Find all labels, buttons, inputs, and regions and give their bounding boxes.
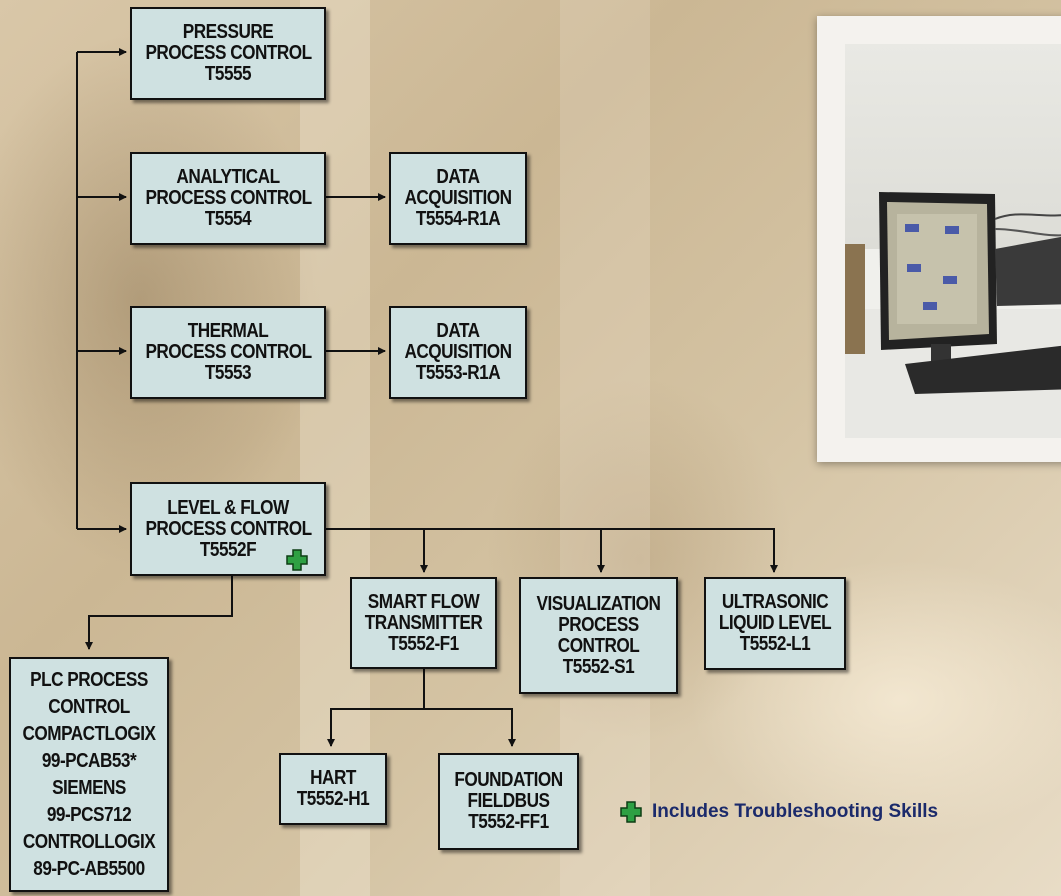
legend: Includes Troubleshooting Skills	[620, 800, 938, 824]
arrow-to-ultrasonic	[324, 528, 778, 573]
background-pipe	[560, 0, 650, 896]
box-line: T5552F	[199, 538, 257, 561]
box-line: T5553	[204, 362, 252, 384]
box-line: THERMAL	[187, 320, 269, 342]
box-line: 99-PCS712	[46, 803, 132, 826]
box-line: ANALYTICAL	[176, 166, 280, 188]
box-line: T5552-L1	[739, 633, 811, 655]
box-analytical-process-control: ANALYTICAL PROCESS CONTROL T5554	[130, 152, 326, 245]
box-pressure-process-control: PRESSURE PROCESS CONTROL T5555	[130, 7, 326, 100]
box-line: LEVEL & FLOW	[167, 496, 289, 519]
box-line: PROCESS CONTROL	[145, 42, 312, 64]
box-line: HART	[310, 767, 356, 789]
box-line: T5552-S1	[562, 655, 635, 678]
box-line: PROCESS	[558, 613, 639, 636]
box-line: ULTRASONIC	[721, 591, 829, 613]
box-line: T5552-H1	[296, 788, 370, 810]
box-line: CONTROL	[48, 695, 130, 718]
box-thermal-process-control: THERMAL PROCESS CONTROL T5553	[130, 306, 326, 399]
box-data-acquisition-t5553: DATA ACQUISITION T5553-R1A	[389, 306, 527, 399]
box-line: DATA	[436, 166, 480, 188]
box-line: TRANSMITTER	[364, 611, 483, 634]
box-line: FIELDBUS	[467, 790, 550, 812]
box-line: T5554-R1A	[415, 208, 501, 230]
box-smart-flow-transmitter: SMART FLOW TRANSMITTER T5552-F1	[350, 577, 497, 669]
green-plus-icon	[620, 801, 642, 823]
box-line: ACQUISITION	[404, 341, 512, 363]
box-line: T5554	[204, 208, 252, 230]
legend-text: Includes Troubleshooting Skills	[652, 801, 939, 822]
arrow-to-plc	[85, 576, 233, 650]
box-line: T5553-R1A	[415, 362, 501, 384]
box-line: PRESSURE	[182, 21, 274, 43]
box-line: PROCESS CONTROL	[145, 517, 312, 540]
box-line: LIQUID LEVEL	[718, 612, 832, 634]
box-line: 89-PC-AB5500	[33, 857, 145, 880]
box-line: T5552-FF1	[468, 811, 549, 833]
box-visualization-process-control: VISUALIZATION PROCESS CONTROL T5552-S1	[519, 577, 678, 694]
box-line: VISUALIZATION	[536, 592, 661, 615]
box-ultrasonic-liquid-level: ULTRASONIC LIQUID LEVEL T5552-L1	[704, 577, 846, 670]
box-line: ACQUISITION	[404, 187, 512, 209]
box-data-acquisition-t5554: DATA ACQUISITION T5554-R1A	[389, 152, 527, 245]
box-line: CONTROL	[557, 634, 640, 657]
workstation-photo-image	[845, 44, 1061, 438]
background-pipe	[300, 0, 370, 896]
box-line: COMPACTLOGIX	[22, 722, 156, 745]
box-line: PROCESS CONTROL	[145, 341, 312, 363]
box-line: PROCESS CONTROL	[145, 187, 312, 209]
box-foundation-fieldbus: FOUNDATION FIELDBUS T5552-FF1	[438, 753, 579, 850]
box-line: FOUNDATION	[454, 769, 563, 791]
workstation-photo	[817, 16, 1061, 462]
box-hart: HART T5552-H1	[279, 753, 387, 825]
box-line: T5552-F1	[388, 632, 459, 655]
box-line: SMART FLOW	[367, 590, 480, 613]
box-line: DATA	[436, 320, 480, 342]
smart-flow-branch	[330, 669, 513, 743]
box-line: PLC PROCESS	[30, 668, 148, 691]
box-line: T5555	[204, 63, 252, 85]
box-line: 99-PCAB53*	[41, 749, 137, 772]
box-line: SIEMENS	[52, 776, 126, 799]
green-plus-icon	[286, 549, 308, 571]
box-line: CONTROLLOGIX	[22, 830, 156, 853]
box-plc-process-control: PLC PROCESS CONTROL COMPACTLOGIX 99-PCAB…	[9, 657, 169, 892]
